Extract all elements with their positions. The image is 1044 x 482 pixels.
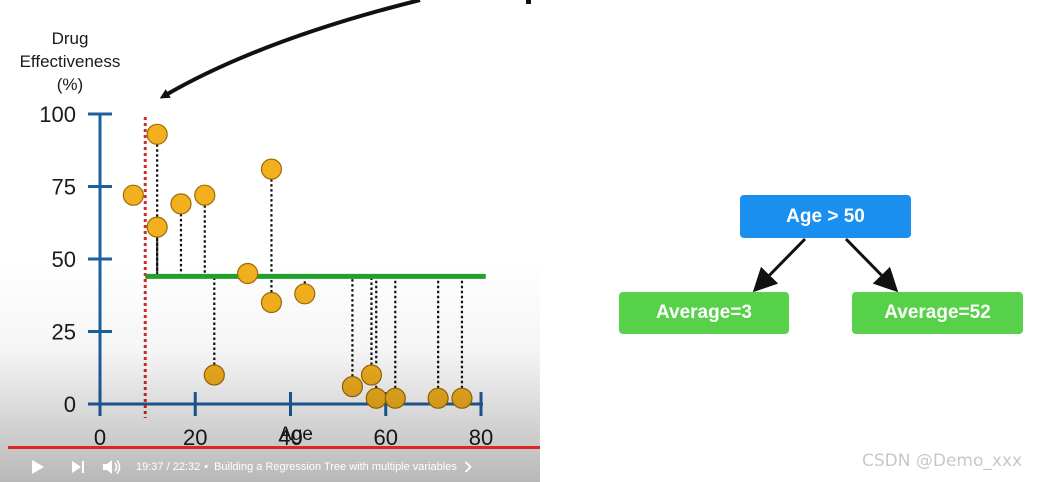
tree-right-leaf: Average=52 — [852, 292, 1023, 334]
data-point — [260, 158, 283, 180]
y-axis-label-line-1: Drug — [51, 29, 89, 48]
x-tick-label: 60 — [374, 425, 398, 450]
x-axis-label: Age — [279, 424, 313, 445]
separator-dot: • — [204, 461, 209, 473]
x-tick-label: 40 — [278, 425, 302, 450]
progress-bar[interactable] — [8, 446, 540, 449]
data-point — [122, 184, 144, 206]
y-tick-label: 50 — [52, 247, 76, 272]
data-point — [360, 364, 383, 386]
chapter-chevron-icon[interactable] — [461, 452, 475, 482]
x-tick-label: 0 — [94, 425, 106, 450]
data-point — [203, 364, 225, 386]
video-player[interactable]: 0 25 50 75 100 0 20 40 60 80 Age Drug Effectivenes… — [0, 0, 540, 482]
data-point — [341, 376, 364, 398]
tree-left-leaf: Average=3 — [619, 292, 789, 334]
y-axis-label-line-2: Effectiveness — [19, 52, 121, 71]
callout-arrow — [159, 0, 421, 99]
data-point — [237, 262, 259, 285]
play-icon — [32, 460, 44, 474]
watermark-text: CSDN @Demo_xxx — [862, 451, 1023, 471]
tree-right-arrow — [844, 237, 899, 293]
data-point — [170, 193, 192, 215]
data-point — [365, 387, 387, 409]
next-icon — [72, 461, 84, 473]
data-point — [384, 387, 406, 409]
chapter-title[interactable]: Building a Regression Tree with multiple… — [214, 461, 457, 473]
volume-button[interactable] — [98, 452, 126, 482]
time-display: 19:37 / 22:32 — [136, 461, 201, 473]
tree-root-node: Age > 50 — [740, 195, 911, 238]
y-tick-label: 0 — [64, 392, 76, 417]
y-tick-label: 75 — [52, 175, 76, 200]
data-point — [260, 291, 283, 314]
tree-left-arrow — [752, 237, 807, 293]
play-button[interactable] — [22, 452, 54, 482]
volume-icon — [103, 460, 121, 474]
data-point — [427, 387, 449, 409]
data-point — [294, 283, 316, 305]
y-tick-label: 25 — [52, 320, 76, 345]
y-axis-label-line-3: (%) — [56, 75, 84, 94]
y-tick-label: 100 — [39, 102, 76, 127]
next-button[interactable] — [64, 452, 92, 482]
x-tick-label: 80 — [469, 425, 493, 450]
scatter-chart: 0 25 50 75 100 0 20 40 60 80 Age — [39, 0, 531, 450]
data-point — [146, 216, 168, 238]
data-point — [194, 184, 216, 206]
cropped-mark — [526, 0, 531, 4]
data-point — [451, 387, 473, 409]
player-controls: 19:37 / 22:32 • Building a Regression Tr… — [0, 452, 540, 482]
data-point — [146, 123, 168, 145]
x-tick-label: 20 — [183, 425, 207, 450]
